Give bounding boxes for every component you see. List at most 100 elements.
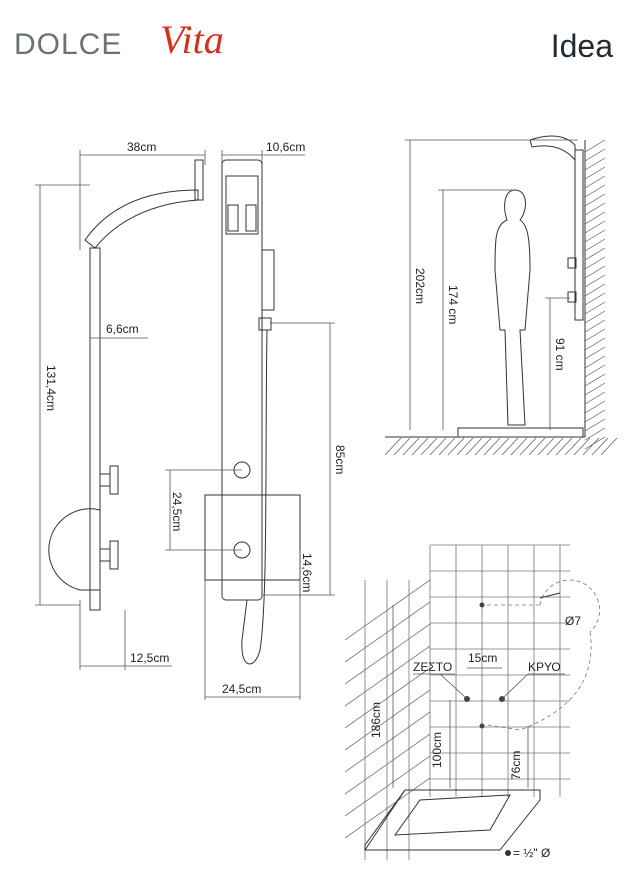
hatch-line <box>584 418 606 432</box>
hatch-line <box>584 355 606 369</box>
hatch-line <box>465 437 483 456</box>
hatch-line <box>584 427 606 441</box>
legend-dot <box>505 850 511 856</box>
hatch-line <box>584 238 606 252</box>
shower-arm <box>84 189 199 249</box>
shower-outlet-point <box>479 602 485 608</box>
pipe-spacing-label: 15cm <box>468 651 497 665</box>
hatch-line <box>546 437 564 456</box>
side-view: 38cm 131,4cm 6,6cm 12,5cm <box>35 140 206 670</box>
hatch-line <box>438 437 456 456</box>
hatch-line <box>573 437 591 456</box>
model-title: Idea <box>550 28 613 64</box>
hatch-line <box>584 436 606 450</box>
hatch-line <box>384 437 402 456</box>
hatch-line <box>584 229 606 243</box>
hatch-line <box>584 247 606 261</box>
hatch-line <box>584 382 606 396</box>
valve-spacing-label: 24,5cm <box>170 492 184 531</box>
person-height-label: 174 cm <box>446 285 460 324</box>
cold-pipe-point <box>499 696 505 702</box>
hatch-line <box>584 373 606 387</box>
hatch-line <box>584 274 606 288</box>
hatch-line <box>584 220 606 234</box>
hatch-line <box>584 193 606 207</box>
hatch-line <box>429 437 447 456</box>
hatch-line <box>344 645 431 707</box>
hatch-line <box>584 157 606 171</box>
panel-side <box>89 247 101 611</box>
top-height-label: 186cm <box>369 702 383 738</box>
hand-shower <box>261 249 275 311</box>
hatch-line <box>584 211 606 225</box>
hatch-line <box>344 777 431 839</box>
shower-hose <box>241 329 268 665</box>
hatch-line <box>519 437 537 456</box>
hatch-line <box>584 328 606 342</box>
front-view: 10,6cm 85cm 24,5cm 14,6cm 24,5cm <box>165 140 347 700</box>
cold-label: ΚΡΥΟ <box>528 660 561 674</box>
hatch-line <box>564 437 582 456</box>
hatch-line <box>584 175 606 189</box>
lower-height-label: 76cm <box>509 751 523 780</box>
hatch-line <box>584 283 606 297</box>
base-depth-label: 12,5cm <box>130 651 169 665</box>
hatch-line <box>528 437 546 456</box>
shower-tray <box>364 789 541 851</box>
hatch-line <box>344 689 431 751</box>
hatch-line <box>584 184 606 198</box>
detail-diameter-label: Ø7 <box>565 614 581 628</box>
pipes-height-label: 100cm <box>430 732 444 768</box>
hatch-line <box>344 711 431 773</box>
hatch-line <box>492 437 510 456</box>
hatch-line <box>584 400 606 414</box>
hatch-line <box>584 319 606 333</box>
hatch-line <box>555 437 573 456</box>
hatch-line <box>344 579 431 641</box>
hatch-line <box>483 437 501 456</box>
hatch-line <box>510 437 528 456</box>
hatch-line <box>584 139 606 153</box>
hot-pipe-point <box>464 696 470 702</box>
mixer-box <box>204 494 301 581</box>
hatch-line <box>474 437 492 456</box>
hatch-line <box>584 166 606 180</box>
panel-depth-label: 6,6cm <box>106 322 139 336</box>
hatch-line <box>584 337 606 351</box>
hatch-line <box>411 437 429 456</box>
hatch-line <box>456 437 474 456</box>
hatch-line <box>537 437 555 456</box>
hatch-line <box>584 292 606 306</box>
hatch-line <box>584 346 606 360</box>
hatch-line <box>344 667 431 729</box>
brand-text-vita: Vita <box>160 17 224 62</box>
plumbing-view: Ø7 ΖΕΣΤΟ ΚΡΥΟ 15cm 186cm 100cm 76cm = ½"… <box>344 544 600 860</box>
outlet-detail <box>539 592 561 599</box>
hatch-line <box>344 601 431 663</box>
hatch-line <box>591 437 609 456</box>
hatch-line <box>402 437 420 456</box>
valve-knob <box>109 465 119 495</box>
hatch-line <box>584 265 606 279</box>
hatch-line <box>344 755 431 817</box>
mixer-body <box>48 508 101 591</box>
hatch-line <box>584 364 606 378</box>
hatch-line <box>584 202 606 216</box>
installation-view: 202cm 174 cm 91 cm <box>384 135 618 456</box>
total-height-label: 202cm <box>413 268 427 304</box>
hatch-line <box>584 391 606 405</box>
hand-shower-height-label: 85cm <box>333 445 347 474</box>
hatch-line <box>600 437 618 456</box>
panel-front <box>221 159 263 601</box>
hatch-line <box>344 623 431 685</box>
legend-label: = ½" Ø <box>513 846 550 860</box>
brand-text-dolce: DOLCE <box>14 28 123 61</box>
side-height-label: 131,4cm <box>44 365 58 411</box>
hatch-line <box>584 256 606 270</box>
side-width-label: 38cm <box>127 140 156 154</box>
valve-height-label: 91 cm <box>553 338 567 371</box>
hatch-line <box>393 437 411 456</box>
front-bottom-width-label: 24,5cm <box>222 682 261 696</box>
hatch-line <box>420 437 438 456</box>
hatch-line <box>584 409 606 423</box>
